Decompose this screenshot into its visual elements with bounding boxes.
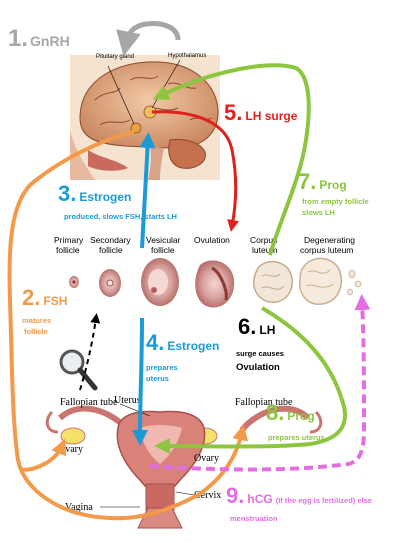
label-vagina: Vagina bbox=[65, 502, 93, 513]
label-uterus: Uterus bbox=[114, 395, 141, 406]
step-6-label: 6.LH bbox=[238, 314, 275, 339]
stage-label-degenerating-2: corpus luteum bbox=[300, 245, 353, 255]
label-fallopian-left: Fallopian tube bbox=[60, 397, 118, 408]
ovulation-follicle bbox=[195, 260, 235, 308]
nasal-region bbox=[88, 150, 128, 171]
arrow-estrogen-feedback bbox=[139, 132, 156, 249]
left-fimbriae bbox=[45, 410, 59, 434]
brainstem-shape bbox=[148, 146, 164, 180]
degenerating-corpus-luteum bbox=[298, 257, 342, 305]
label-ovary-left: Ovary bbox=[58, 444, 83, 455]
step-3-label: 3.Estrogen bbox=[58, 181, 131, 206]
arrow-prog-feedback bbox=[152, 63, 311, 256]
degenerating-fragment-3 bbox=[347, 288, 353, 296]
step-2-desc-1: matures bbox=[22, 316, 51, 325]
step-4-desc-2: uterus bbox=[146, 374, 169, 383]
arrow-estrogen-uterus bbox=[132, 317, 149, 446]
step-2-desc-2: follicle bbox=[24, 327, 48, 336]
uterus-pointer bbox=[119, 403, 151, 417]
cervix-pointer bbox=[175, 491, 195, 496]
stage-label-secondary: Secondary bbox=[90, 235, 131, 245]
secondary-follicle-oocyte bbox=[106, 279, 114, 287]
step-labels: 1.GnRH 5.LH surge 3.Estrogen produced, s… bbox=[8, 25, 372, 523]
ovulation-rupture bbox=[211, 266, 228, 301]
degenerating-fragment-2 bbox=[354, 280, 362, 288]
brain-illustration: Pituitary gland Hypothalamus bbox=[70, 53, 220, 180]
step-6-desc-2: Ovulation bbox=[236, 362, 280, 373]
arrow-prog-uterus bbox=[154, 306, 347, 455]
stage-label-corpus-2: luteum bbox=[252, 245, 278, 255]
corpus-luteum bbox=[253, 260, 294, 303]
stage-label-primary-2: follicle bbox=[56, 245, 80, 255]
step-9-label: 9.hCG(If the egg is fertilized) else bbox=[226, 483, 372, 508]
vesicular-oocyte bbox=[151, 287, 157, 293]
cerebrum-shape bbox=[79, 61, 219, 149]
label-ovary-right: Ovary bbox=[194, 453, 219, 464]
magnifier-handle bbox=[77, 367, 98, 391]
stage-label-corpus: Corpus bbox=[250, 235, 277, 245]
label-fallopian-right: Fallopian tube bbox=[235, 397, 293, 408]
face-region bbox=[70, 130, 95, 180]
corpus-luteum-folds bbox=[261, 273, 285, 290]
magnifier-icon bbox=[59, 349, 98, 391]
step-7-desc-1: from empty follicle bbox=[302, 197, 369, 206]
step-1-label: 1.GnRH bbox=[8, 25, 70, 52]
stage-label-vesicular: Vesicular bbox=[146, 235, 181, 245]
label-pituitary: Pituitary gland bbox=[96, 54, 134, 60]
step-2-label: 2.FSH bbox=[22, 285, 67, 310]
hormone-arrows bbox=[7, 21, 371, 521]
label-cervix: Cervix bbox=[194, 490, 221, 501]
step-3-desc: produced, slows FSH, starts LH bbox=[64, 212, 177, 221]
step-8-desc: prepares uterus bbox=[268, 433, 325, 442]
label-hypothalamus: Hypothalamus bbox=[168, 53, 206, 59]
degenerating-folds bbox=[305, 269, 335, 288]
arrow-fsh-ovary bbox=[21, 438, 67, 472]
step-4-desc-1: prepares bbox=[146, 363, 178, 372]
cervix-shape bbox=[145, 483, 175, 511]
step-7-label: 7.Prog bbox=[298, 169, 347, 194]
step-6-desc-1: surge causes bbox=[236, 349, 284, 358]
arrow-gnrh bbox=[116, 21, 181, 57]
arrow-lh-surge bbox=[151, 110, 240, 232]
magnifier-lens bbox=[59, 349, 85, 375]
primary-follicle-oocyte bbox=[72, 280, 76, 284]
step-8-label: 8.Prog bbox=[266, 400, 315, 425]
degenerating-fragment-1 bbox=[348, 269, 356, 279]
arrow-fsh bbox=[7, 130, 249, 521]
step-5-label: 5.LH surge bbox=[224, 100, 298, 125]
left-ovary bbox=[60, 427, 86, 445]
stage-label-ovulation: Ovulation bbox=[194, 235, 230, 245]
arrow-magnify-follicle bbox=[79, 313, 101, 391]
step-9-desc-2: menstruation bbox=[230, 514, 278, 523]
arrow-hcg bbox=[149, 294, 371, 472]
right-fimbriae bbox=[309, 410, 323, 434]
ovarian-stages: Primary follicle Secondary follicle Vesi… bbox=[54, 235, 362, 308]
stage-label-vesicular-2: follicle bbox=[151, 245, 175, 255]
stage-label-primary: Primary bbox=[54, 235, 84, 245]
cerebellum-shape bbox=[168, 139, 206, 169]
stage-label-degenerating: Degenerating bbox=[304, 235, 355, 245]
stage-label-secondary-2: follicle bbox=[99, 245, 123, 255]
hypothalamus-pointer bbox=[151, 59, 181, 109]
pituitary-pointer bbox=[107, 65, 135, 125]
step-4-label: 4.Estrogen bbox=[146, 330, 219, 355]
step-7-desc-2: slows LH bbox=[302, 208, 335, 217]
vesicular-antrum bbox=[148, 269, 168, 295]
